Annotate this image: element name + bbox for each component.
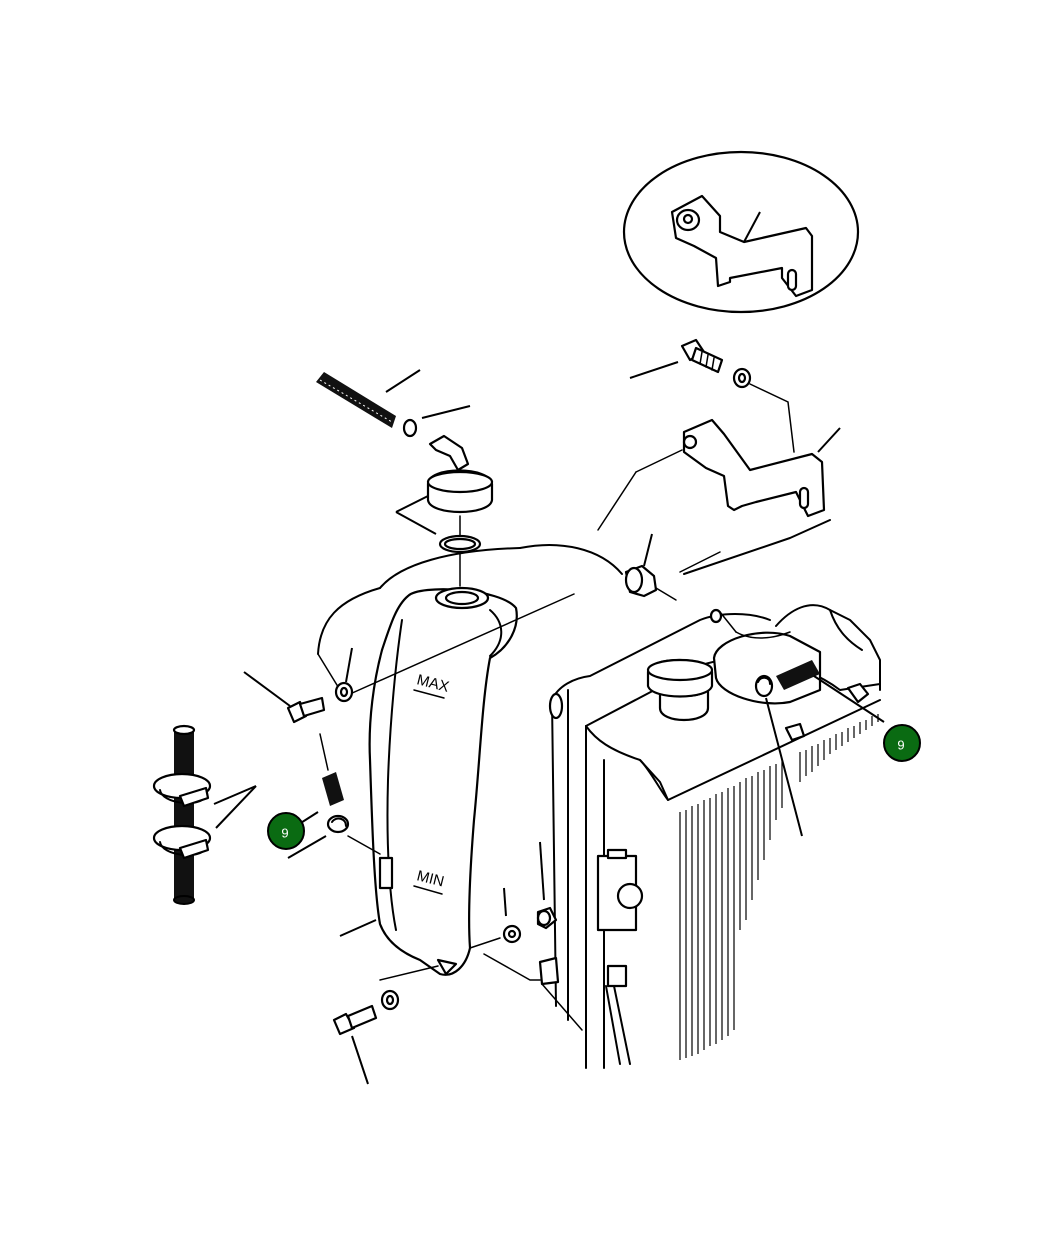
callout-9-right[interactable]: 9 bbox=[883, 724, 921, 762]
callout-9-left[interactable]: 9 bbox=[267, 812, 305, 850]
callout-9-right-label[interactable]: 9 bbox=[897, 738, 904, 753]
tank-mount-lines bbox=[317, 593, 575, 695]
small-hose-left bbox=[287, 733, 381, 859]
inset-oval bbox=[622, 150, 860, 314]
pipe-with-clamps bbox=[152, 724, 257, 905]
mounting-bracket bbox=[597, 418, 841, 531]
radiator-fins bbox=[679, 714, 879, 1060]
callout-9-left-label[interactable]: 9 bbox=[281, 826, 288, 841]
tank-bolt-upper bbox=[243, 647, 354, 724]
bracket-bolt bbox=[629, 338, 795, 453]
expansion-tank-cap bbox=[395, 434, 494, 587]
inset-bracket bbox=[670, 194, 814, 298]
callout-9-left-circle[interactable] bbox=[267, 812, 305, 850]
expansion-tank: MAX MIN bbox=[339, 586, 518, 981]
callout-9-right-circle[interactable] bbox=[883, 724, 921, 762]
lower-grommets bbox=[469, 841, 583, 1031]
min-mark: MIN bbox=[415, 867, 446, 890]
radiator bbox=[548, 604, 881, 1069]
small-hose-right bbox=[709, 608, 885, 837]
overflow-hose bbox=[317, 544, 623, 655]
grommet bbox=[624, 519, 831, 601]
tank-bolt-lower bbox=[332, 989, 400, 1085]
vent-hose bbox=[316, 369, 471, 438]
detail-inset bbox=[622, 150, 860, 314]
